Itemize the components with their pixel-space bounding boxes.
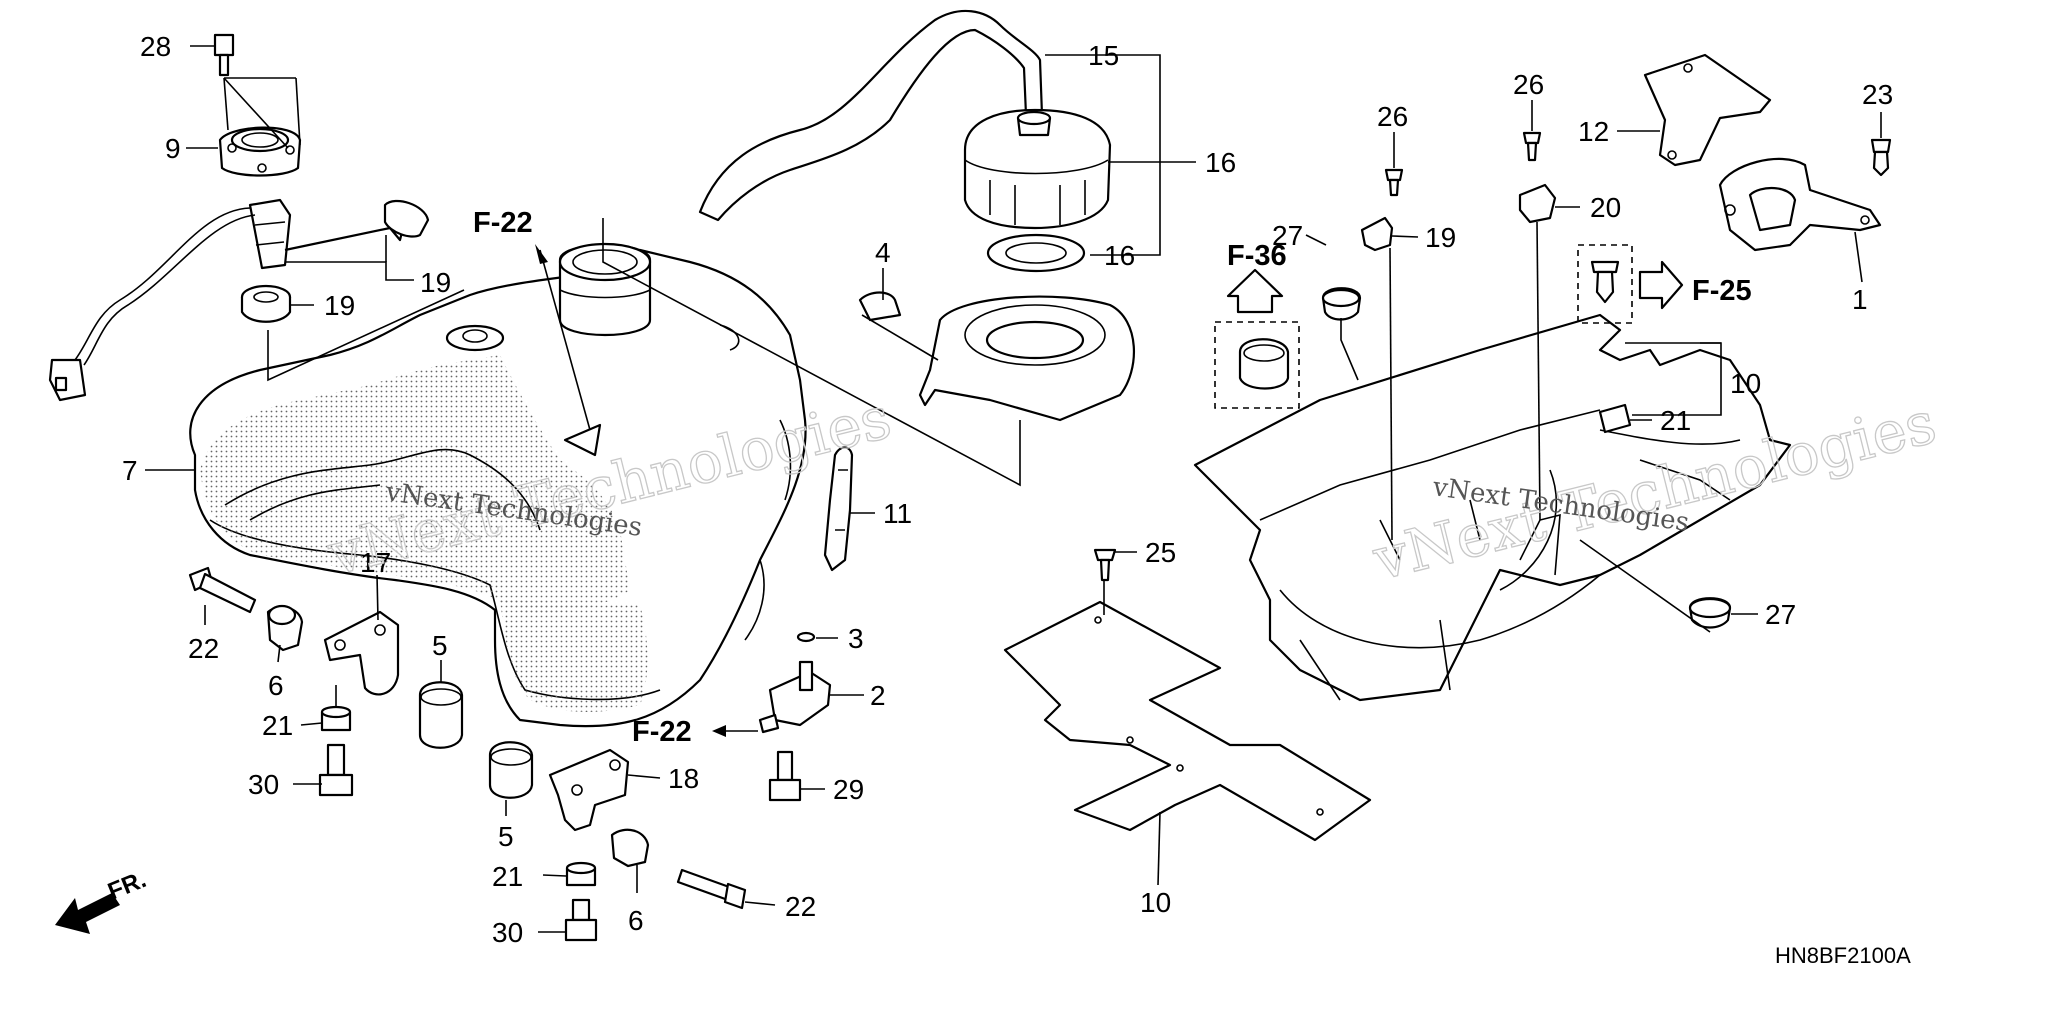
fuel-sensor [758, 631, 832, 734]
screw-25 [1093, 548, 1117, 582]
ref-f22-upper: F-22 [473, 207, 533, 239]
bracket-16-center [548, 748, 630, 832]
callout-16-center: 18 [668, 763, 699, 794]
f25-reference-box [1577, 244, 1684, 324]
bracket-1 [1718, 157, 1882, 252]
callout-10: 10 [1140, 887, 1171, 918]
filler-base [858, 291, 1136, 422]
seal-18 [240, 284, 292, 323]
bolt-30-center [564, 898, 598, 942]
f36-reference-box [1214, 268, 1300, 409]
bolt-28 [213, 33, 235, 77]
callout-28: 28 [140, 31, 171, 62]
callout-2: 2 [870, 680, 886, 711]
callout-1: 1 [1852, 284, 1868, 315]
diagram-code: HN8BF2100A [1775, 943, 1911, 968]
leader-lines [145, 45, 1882, 933]
callout-11: 11 [883, 498, 912, 529]
strap [823, 446, 854, 572]
grommet-27-upper [1321, 287, 1362, 321]
callout-3: 3 [848, 623, 864, 654]
callout-30-center: 30 [492, 917, 523, 948]
fuel-pump-assembly [48, 198, 430, 402]
callout-8: 9 [165, 133, 181, 164]
cushion-5-left [418, 681, 464, 749]
bolt-30-left [318, 743, 354, 797]
callout-9: 10 [1730, 368, 1761, 399]
callout-26-right: 26 [1513, 69, 1544, 100]
ref-f25: F-25 [1692, 275, 1752, 307]
heat-guard [1003, 600, 1372, 842]
callout-16-left: 17 [360, 547, 391, 578]
callout-21-center: 21 [492, 861, 523, 892]
screw-26-right [1522, 131, 1542, 162]
ref-f22-lower: F-22 [632, 716, 692, 748]
callout-23: 23 [1862, 79, 1893, 110]
f36-grommet [1238, 338, 1290, 390]
callout-19-left: 19 [1425, 222, 1456, 253]
callout-25: 25 [1145, 537, 1176, 568]
callout-20: 21 [1660, 405, 1691, 436]
washer-21-center [565, 861, 597, 887]
bolt-22-left [188, 566, 257, 614]
callout-17: 19 [420, 267, 451, 298]
collar-6-center [610, 828, 650, 868]
pump-plate [218, 126, 302, 177]
callout-6-left: 6 [268, 670, 284, 701]
callout-27-lower: 27 [1765, 599, 1796, 630]
clip-19-right [1518, 183, 1557, 224]
callout-15: 16 [1104, 240, 1135, 271]
callout-5-center: 5 [498, 821, 514, 852]
callout-19-right: 20 [1590, 192, 1621, 223]
callout-numbers: 28 9 19 19 7 15 16 16 4 11 22 6 17 5 21 … [122, 31, 1893, 948]
callout-12: 12 [1578, 116, 1609, 147]
bolt-22-center [676, 868, 747, 910]
callout-18: 19 [324, 290, 355, 321]
ref-f36: F-36 [1227, 240, 1287, 272]
cushion-5-center [488, 741, 534, 799]
callout-14: 16 [1205, 147, 1236, 178]
clip-20 [1598, 403, 1632, 434]
clip-23 [1870, 138, 1892, 177]
callout-29: 29 [833, 774, 864, 805]
grommet-27-lower [1688, 597, 1732, 629]
cap-seal [986, 233, 1086, 273]
bracket-16-left [323, 610, 400, 696]
front-direction-arrow: FR. [55, 866, 150, 934]
callout-21-left: 21 [262, 710, 293, 741]
callout-26-left: 26 [1377, 101, 1408, 132]
direction-label: FR. [104, 866, 150, 906]
bracket-12 [1643, 53, 1772, 167]
callout-4: 4 [875, 237, 891, 268]
washer-21-left [320, 705, 352, 732]
screw-26-left [1384, 168, 1404, 197]
fuel-tank [189, 242, 807, 728]
callout-7: 7 [122, 455, 138, 486]
clip-19-left [1360, 216, 1394, 252]
callout-22-left: 22 [188, 633, 219, 664]
callout-13: 15 [1088, 40, 1119, 71]
callout-22-center: 22 [785, 891, 816, 922]
under-cover [1193, 313, 1792, 702]
collar-6-left [266, 604, 304, 652]
callout-27-upper: 27 [1272, 220, 1303, 251]
callout-30-left: 30 [248, 769, 279, 800]
bolt-29 [768, 750, 802, 802]
fuel-cap [963, 108, 1112, 230]
callout-5-left: 5 [432, 630, 448, 661]
callout-6-center: 6 [628, 905, 644, 936]
